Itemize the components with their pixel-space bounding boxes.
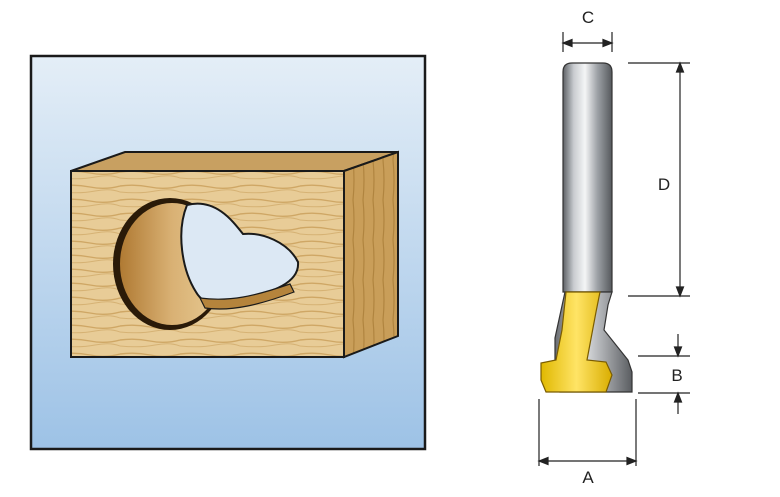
dimension-label-c: C <box>582 8 594 27</box>
dimension-label-d: D <box>658 175 670 194</box>
dimension-label-a: A <box>582 468 594 487</box>
wood-side-face <box>343 150 399 359</box>
wood-top-face <box>70 151 399 172</box>
dimension-lines <box>537 32 690 466</box>
slot-opening <box>180 202 300 307</box>
keyhole-slot <box>113 198 300 330</box>
wood-block <box>70 150 399 359</box>
router-bit <box>540 62 633 393</box>
bit-carbide-cutter <box>540 291 613 393</box>
dimension-label-b: B <box>671 366 682 385</box>
bit-shank <box>562 62 613 293</box>
